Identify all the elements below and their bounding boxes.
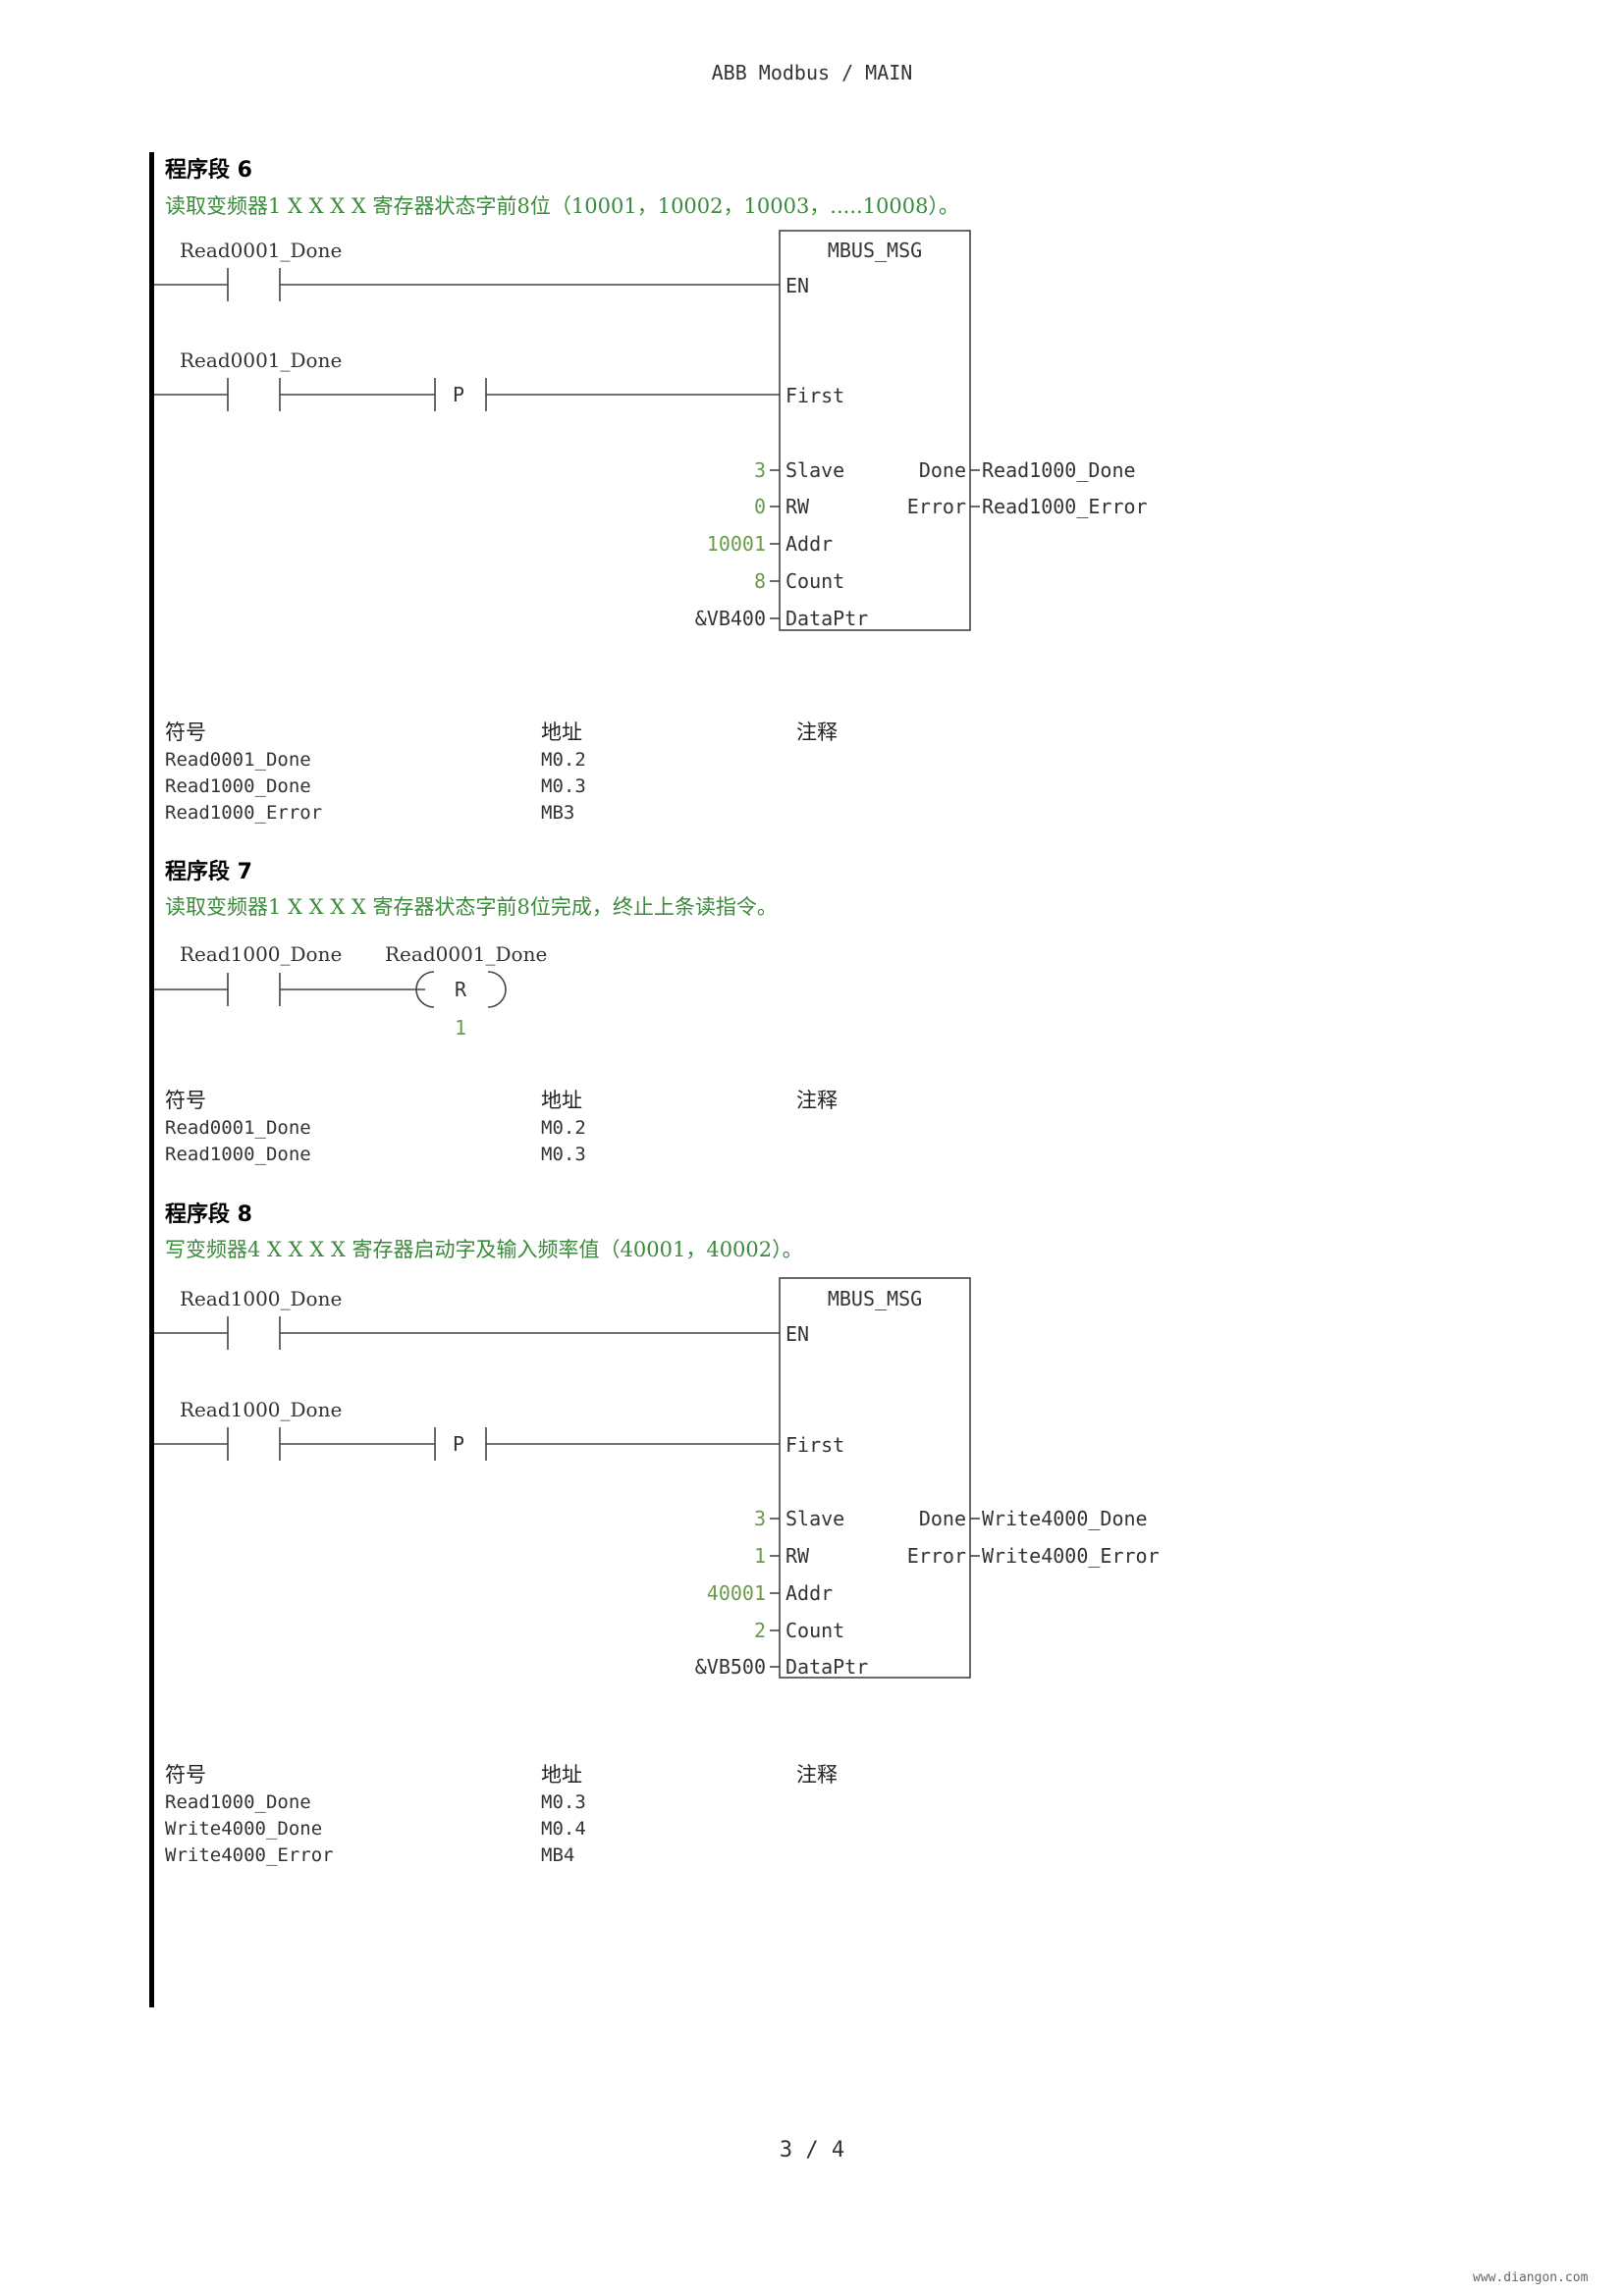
contact-label: Read0001_Done <box>180 239 342 262</box>
address-cell: M0.4 <box>541 1817 586 1840</box>
output-done-operand: Write4000_Done <box>982 1507 1148 1530</box>
address-cell: M0.2 <box>541 748 586 771</box>
input-dataptr-value: &VB400 <box>695 607 766 630</box>
contact-label: Read1000_Done <box>180 1287 342 1310</box>
address-cell: M0.3 <box>541 1790 586 1813</box>
input-count-value: 2 <box>754 1619 766 1642</box>
pin-dataptr: DataPtr <box>785 607 868 630</box>
segment-7-title: 程序段 7 <box>165 860 252 884</box>
symbol-cell: Write4000_Done <box>165 1817 323 1840</box>
table-row: Write4000_Error MB4 <box>165 1842 993 1868</box>
segment-6-title: 程序段 6 <box>165 158 252 183</box>
symbol-table-segment-6: 符号 地址 注释 Read0001_Done M0.2 Read1000_Don… <box>165 717 993 826</box>
pin-error: Error <box>907 1544 966 1568</box>
table-row: Read1000_Done M0.3 <box>165 773 993 799</box>
symbol-cell: Read1000_Done <box>165 774 311 797</box>
coil-operand-label: Read0001_Done <box>385 942 547 966</box>
input-dataptr-value: &VB500 <box>695 1655 766 1679</box>
symbol-cell: Read1000_Done <box>165 1790 311 1813</box>
input-rw-value: 1 <box>754 1544 766 1568</box>
pin-count: Count <box>785 569 844 593</box>
page-header: ABB Modbus / MAIN <box>711 61 913 84</box>
symbol-cell: Write4000_Error <box>165 1843 334 1866</box>
pin-rw: RW <box>785 1544 810 1568</box>
mbus-msg-block <box>779 230 971 631</box>
header-symbol: 符号 <box>165 1089 206 1112</box>
pin-done: Done <box>919 1507 966 1530</box>
contact-label: Read0001_Done <box>180 348 342 372</box>
output-error-operand: Read1000_Error <box>982 495 1148 518</box>
address-cell: MB3 <box>541 801 575 824</box>
input-slave-value: 3 <box>754 458 766 482</box>
header-comment: 注释 <box>796 1089 838 1112</box>
pin-slave: Slave <box>785 1507 844 1530</box>
address-cell: M0.2 <box>541 1116 586 1139</box>
block-title: MBUS_MSG <box>828 239 922 262</box>
pin-count: Count <box>785 1619 844 1642</box>
table-row: Read0001_Done M0.2 <box>165 1114 993 1141</box>
symbol-cell: Read0001_Done <box>165 1116 311 1139</box>
output-done-operand: Read1000_Done <box>982 458 1136 482</box>
reset-coil-label: R <box>455 978 467 1001</box>
pin-dataptr: DataPtr <box>785 1655 868 1679</box>
segment-8-rung: Read1000_Done Read1000_Done P MBUS_MSG E… <box>154 1277 1160 1679</box>
symbol-table-segment-7: 符号 地址 注释 Read0001_Done M0.2 Read1000_Don… <box>165 1085 993 1167</box>
address-cell: M0.3 <box>541 1143 586 1165</box>
pin-first: First <box>785 384 844 407</box>
symbol-table-segment-8: 符号 地址 注释 Read1000_Done M0.3 Write4000_Do… <box>165 1759 993 1868</box>
table-row: Read1000_Error MB3 <box>165 799 993 826</box>
table-row: Read1000_Done M0.3 <box>165 1141 993 1167</box>
address-cell: M0.3 <box>541 774 586 797</box>
pin-first: First <box>785 1433 844 1457</box>
pin-rw: RW <box>785 495 810 518</box>
header-comment: 注释 <box>796 1763 838 1787</box>
table-row: Read0001_Done M0.2 <box>165 746 993 773</box>
segment-7-comment: 读取变频器1 X X X X 寄存器状态字前8位完成，终止上条读指令。 <box>165 895 778 919</box>
address-cell: MB4 <box>541 1843 575 1866</box>
page-number: 3 / 4 <box>779 2138 845 2163</box>
input-rw-value: 0 <box>754 495 766 518</box>
table-row: Write4000_Done M0.4 <box>165 1815 993 1842</box>
contact-label: Read1000_Done <box>180 1398 342 1421</box>
edge-p-label: P <box>453 383 464 406</box>
segment-8-comment: 写变频器4 X X X X 寄存器启动字及输入频率值（40001，40002）。 <box>165 1238 803 1261</box>
header-comment: 注释 <box>796 721 838 744</box>
output-error-operand: Write4000_Error <box>982 1544 1160 1568</box>
header-symbol: 符号 <box>165 721 206 744</box>
header-symbol: 符号 <box>165 1763 206 1787</box>
watermark: www.diangon.com <box>1473 2270 1589 2285</box>
input-count-value: 8 <box>754 569 766 593</box>
table-row: Read1000_Done M0.3 <box>165 1789 993 1815</box>
pin-addr: Addr <box>785 1581 833 1605</box>
mbus-msg-block <box>779 1277 971 1679</box>
header-address: 地址 <box>541 1763 582 1787</box>
pin-en: EN <box>785 1322 809 1346</box>
segment-7-rung: Read1000_Done Read0001_Done R 1 <box>154 942 547 1040</box>
contact-label: Read1000_Done <box>180 942 342 966</box>
segment-8-title: 程序段 8 <box>165 1202 252 1227</box>
header-address: 地址 <box>541 1089 582 1112</box>
power-rail <box>149 152 154 2007</box>
header-address: 地址 <box>541 721 582 744</box>
pin-error: Error <box>907 495 966 518</box>
symbol-cell: Read0001_Done <box>165 748 311 771</box>
edge-p-label: P <box>453 1432 464 1456</box>
segment-6-rung: Read0001_Done Read0001_Done P MBUS_MSG E… <box>154 230 1148 631</box>
symbol-cell: Read1000_Error <box>165 801 323 824</box>
pin-done: Done <box>919 458 966 482</box>
segment-6-comment: 读取变频器1 X X X X 寄存器状态字前8位（10001，10002，100… <box>165 194 959 218</box>
input-slave-value: 3 <box>754 1507 766 1530</box>
symbol-cell: Read1000_Done <box>165 1143 311 1165</box>
input-addr-value: 40001 <box>707 1581 766 1605</box>
pin-slave: Slave <box>785 458 844 482</box>
reset-coil-count: 1 <box>455 1016 466 1040</box>
pin-addr: Addr <box>785 532 833 556</box>
block-title: MBUS_MSG <box>828 1287 922 1310</box>
pin-en: EN <box>785 274 809 297</box>
input-addr-value: 10001 <box>707 532 766 556</box>
